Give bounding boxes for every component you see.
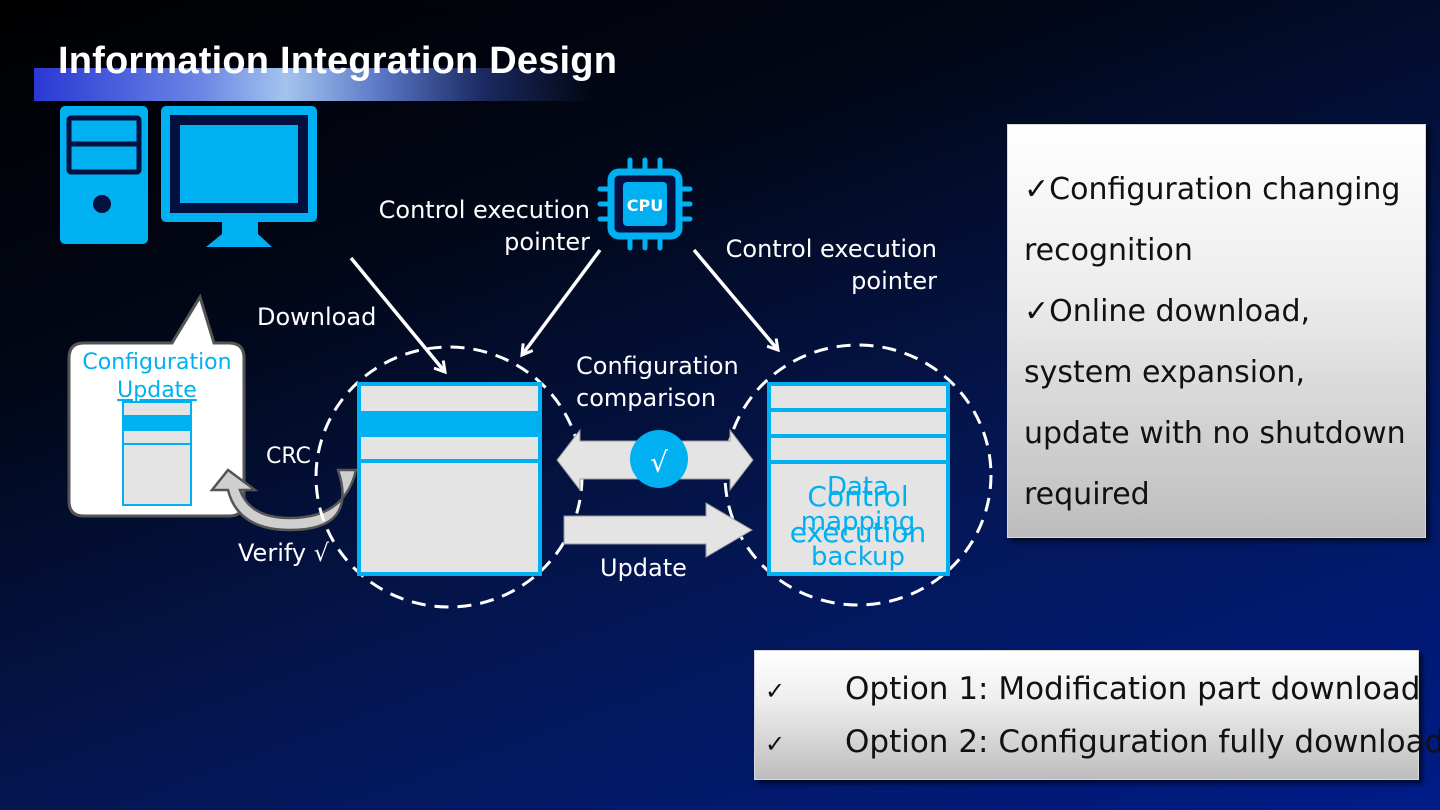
features-panel: ✓Configuration changing recognition ✓Onl… <box>1007 124 1426 538</box>
monitor-icon <box>161 106 317 247</box>
check-icon: ✓ <box>765 730 786 758</box>
check-icon: ✓ <box>765 677 786 705</box>
bubble-title-line2: Update <box>117 378 197 403</box>
title-accent-bar <box>34 68 594 101</box>
option-label: Option 1: Modification part download <box>845 671 1421 707</box>
options-panel: ✓ Option 1: Modification part download ✓ O… <box>754 650 1440 780</box>
data-mapping-line1: Data <box>827 472 889 502</box>
active-config-block <box>357 382 542 576</box>
download-label: Download <box>257 303 376 331</box>
integration-diagram: CPU Control execution pointer Control ex… <box>60 106 993 607</box>
pointer-arrow-right <box>692 248 778 350</box>
backup-label: backup <box>811 542 905 572</box>
crc-label: CRC <box>266 444 311 469</box>
bubble-title-line1: Configuration <box>82 350 231 375</box>
download-arrow <box>349 256 445 372</box>
control-execution-line2: execution <box>790 516 926 549</box>
cpu-chip-icon <box>597 157 693 251</box>
backup-config-circle <box>723 343 993 607</box>
backup-config-block <box>767 382 950 576</box>
data-mapping-line2: mapping <box>801 507 915 537</box>
comparison-label-line1: Configuration <box>576 352 739 380</box>
cpu-label: CPU <box>627 196 663 215</box>
pointer-label-right-line2: pointer <box>851 267 937 295</box>
pointer-arrow-left <box>522 248 602 355</box>
check-badge <box>630 430 688 488</box>
update-label: Update <box>600 554 687 582</box>
config-update-block <box>122 401 192 506</box>
verify-label: Verify √ <box>238 539 330 567</box>
feature-item: ✓Configuration changing recognition <box>1024 172 1401 268</box>
update-arrow <box>563 502 753 558</box>
option-label: Option 2: Configuration fully download <box>845 724 1440 760</box>
control-execution-line1: Control <box>807 480 908 513</box>
feature-item: ✓Online download, system expansion, upda… <box>1024 294 1406 512</box>
check-mark-icon: √ <box>650 446 668 479</box>
crc-return-arrow <box>209 468 358 532</box>
pointer-label-left-line1: Control execution <box>379 196 590 224</box>
slide-title: Information Integration Design <box>58 40 618 82</box>
option-item: ✓ Option 1: Modification part download <box>765 671 1420 707</box>
computer-tower-icon <box>60 106 148 244</box>
option-item: ✓ Option 2: Configuration fully download <box>765 724 1440 760</box>
comparison-label-line2: comparison <box>576 384 716 412</box>
pointer-label-right-line1: Control execution <box>726 235 937 263</box>
pointer-label-left-line2: pointer <box>504 228 590 256</box>
